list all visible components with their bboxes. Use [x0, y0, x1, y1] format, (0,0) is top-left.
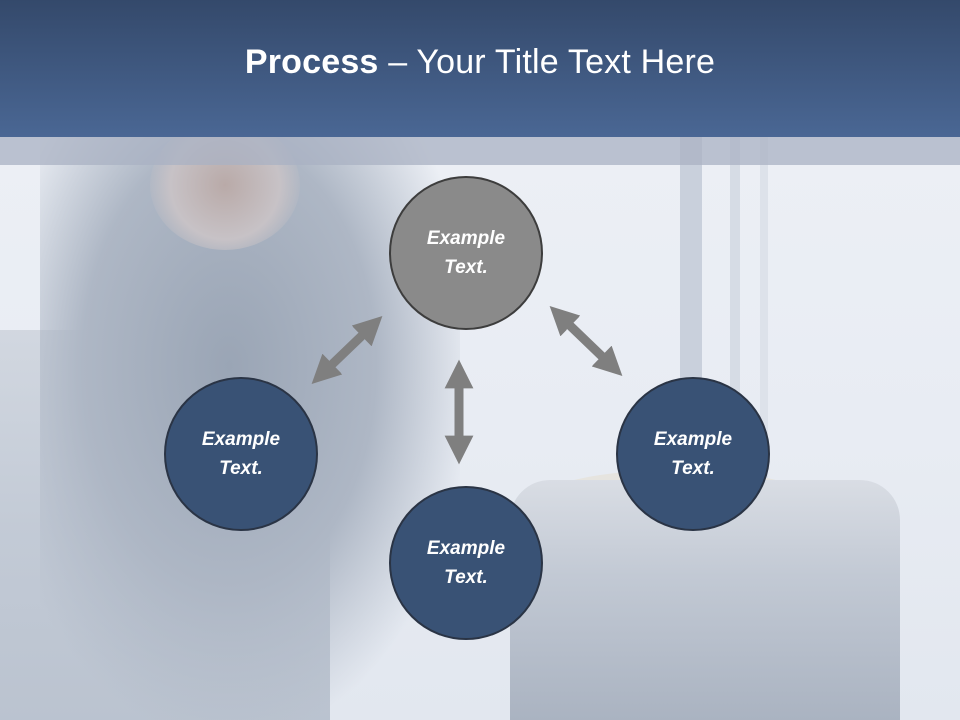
- slide-title: Process – Your Title Text Here: [245, 43, 715, 82]
- title-bold-part: Process: [244, 43, 379, 81]
- background-pillar: [760, 130, 768, 590]
- process-node-right-text: Example Text.: [653, 429, 733, 479]
- process-node-bottom-text: Example Text.: [426, 538, 506, 588]
- title-rest-part: – Your Title Text Here: [378, 43, 716, 81]
- process-node-left-text: Example Text.: [201, 429, 281, 479]
- process-node-right: Example Text.: [616, 377, 770, 531]
- process-node-top-text: Example Text.: [426, 228, 506, 278]
- process-node-top: Example Text.: [389, 176, 543, 330]
- process-node-bottom: Example Text.: [389, 486, 543, 640]
- header-accent-band: [0, 137, 960, 165]
- slide-header: Process – Your Title Text Here: [0, 0, 960, 137]
- process-node-left: Example Text.: [164, 377, 318, 531]
